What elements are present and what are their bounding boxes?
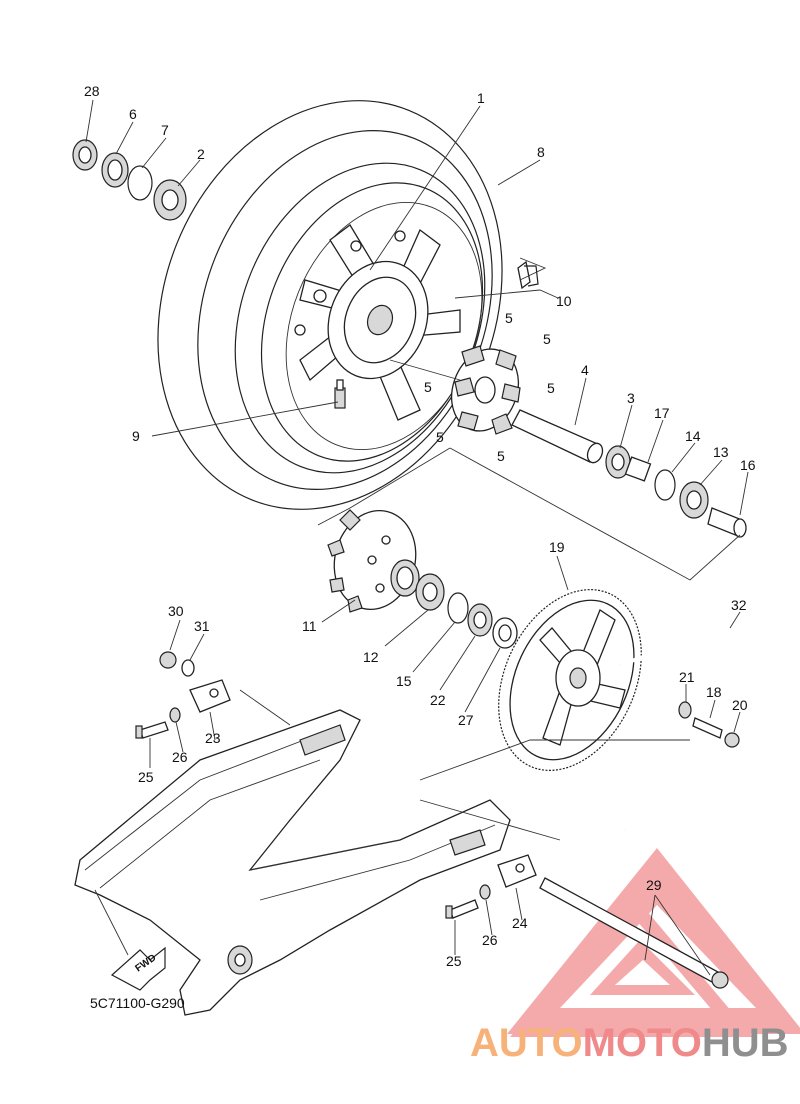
nut-30[interactable] xyxy=(159,651,177,669)
rear-wheel-rim[interactable] xyxy=(294,224,461,421)
callout-24: 24 xyxy=(512,915,528,931)
adjuster-block-23[interactable] xyxy=(189,679,231,713)
callout-21: 21 xyxy=(679,669,695,685)
callout-7: 7 xyxy=(161,122,169,138)
callout-14: 14 xyxy=(685,428,701,444)
callout-15: 15 xyxy=(396,673,412,689)
callout-18: 18 xyxy=(706,684,722,700)
bolt-25-right[interactable] xyxy=(445,899,479,919)
callout-17: 17 xyxy=(654,405,670,421)
diagram-code: 5C71100-G290 xyxy=(90,995,185,1011)
adjuster-block-24[interactable] xyxy=(497,854,537,888)
washer-26-left[interactable] xyxy=(169,707,181,723)
callout-3: 3 xyxy=(627,390,635,406)
callout-13: 13 xyxy=(713,444,729,460)
callout-12: 12 xyxy=(363,649,379,665)
callout-5a: 5 xyxy=(505,310,513,326)
bearing-12[interactable] xyxy=(415,573,445,611)
callout-8: 8 xyxy=(537,144,545,160)
washer-21[interactable] xyxy=(678,701,692,719)
callout-26b: 26 xyxy=(482,932,498,948)
callout-5f: 5 xyxy=(497,448,505,464)
circlip-15[interactable] xyxy=(447,592,469,624)
callout-9: 9 xyxy=(132,428,140,444)
callout-5c: 5 xyxy=(424,379,432,395)
hub-damper[interactable] xyxy=(441,340,530,441)
callout-6: 6 xyxy=(129,106,137,122)
bearing-2[interactable] xyxy=(153,179,187,221)
callout-10: 10 xyxy=(556,293,572,309)
callout-25b: 25 xyxy=(446,953,462,969)
callout-20: 20 xyxy=(732,697,748,713)
callout-22: 22 xyxy=(430,692,446,708)
collar-27[interactable] xyxy=(492,617,518,649)
circlip-14[interactable] xyxy=(654,469,676,501)
collar-4[interactable] xyxy=(511,409,605,465)
watermark-text: AUTOMOTOHUB xyxy=(470,1021,789,1065)
washer-31[interactable] xyxy=(181,659,195,677)
callout-26a: 26 xyxy=(172,749,188,765)
oil-seal-13[interactable] xyxy=(679,481,709,519)
callout-5b: 5 xyxy=(543,331,551,347)
watermark-hub: HUB xyxy=(702,1021,789,1065)
callout-31: 31 xyxy=(194,618,210,634)
callout-4: 4 xyxy=(581,362,589,378)
callout-19: 19 xyxy=(549,539,565,555)
circlip-7[interactable] xyxy=(127,165,153,201)
pulley-hub[interactable] xyxy=(323,501,426,618)
watermark-moto: MOTO xyxy=(583,1021,702,1065)
leader-lines xyxy=(85,99,749,976)
callout-30: 30 xyxy=(168,603,184,619)
callout-29: 29 xyxy=(646,877,662,893)
oil-seal-22[interactable] xyxy=(467,603,493,637)
oil-seal-6[interactable] xyxy=(101,152,129,188)
callout-32: 32 xyxy=(731,597,747,613)
balance-weight[interactable] xyxy=(517,257,547,290)
swing-arm[interactable] xyxy=(74,709,511,1016)
fwd-arrow-icon xyxy=(110,946,166,991)
callout-27: 27 xyxy=(458,712,474,728)
callout-5d: 5 xyxy=(547,380,555,396)
callout-28: 28 xyxy=(84,83,100,99)
watermark-auto: AUTO xyxy=(470,1021,583,1065)
rear-axle-29[interactable] xyxy=(539,877,729,989)
valve-stem[interactable] xyxy=(334,379,346,409)
bearing-3[interactable] xyxy=(605,445,631,479)
nut-20[interactable] xyxy=(724,732,740,748)
washer-26-right[interactable] xyxy=(479,884,491,900)
callout-2: 2 xyxy=(197,146,205,162)
callout-5e: 5 xyxy=(436,429,444,445)
callout-23: 23 xyxy=(205,730,221,746)
drive-belt[interactable] xyxy=(619,622,750,832)
bolt-25-left[interactable] xyxy=(135,721,169,739)
callout-11: 11 xyxy=(302,618,317,634)
stud-bolt-18[interactable] xyxy=(692,717,723,739)
rear-belt-pulley[interactable] xyxy=(471,566,669,793)
oil-seal-28[interactable] xyxy=(72,139,98,171)
callout-25a: 25 xyxy=(138,769,154,785)
callout-1: 1 xyxy=(477,90,485,106)
collar-17[interactable] xyxy=(624,456,652,482)
callout-16: 16 xyxy=(740,457,756,473)
callouts: 28 6 7 2 1 8 9 10 5 5 5 5 5 5 4 3 17 14 … xyxy=(84,83,756,969)
collar-16[interactable] xyxy=(707,507,747,538)
